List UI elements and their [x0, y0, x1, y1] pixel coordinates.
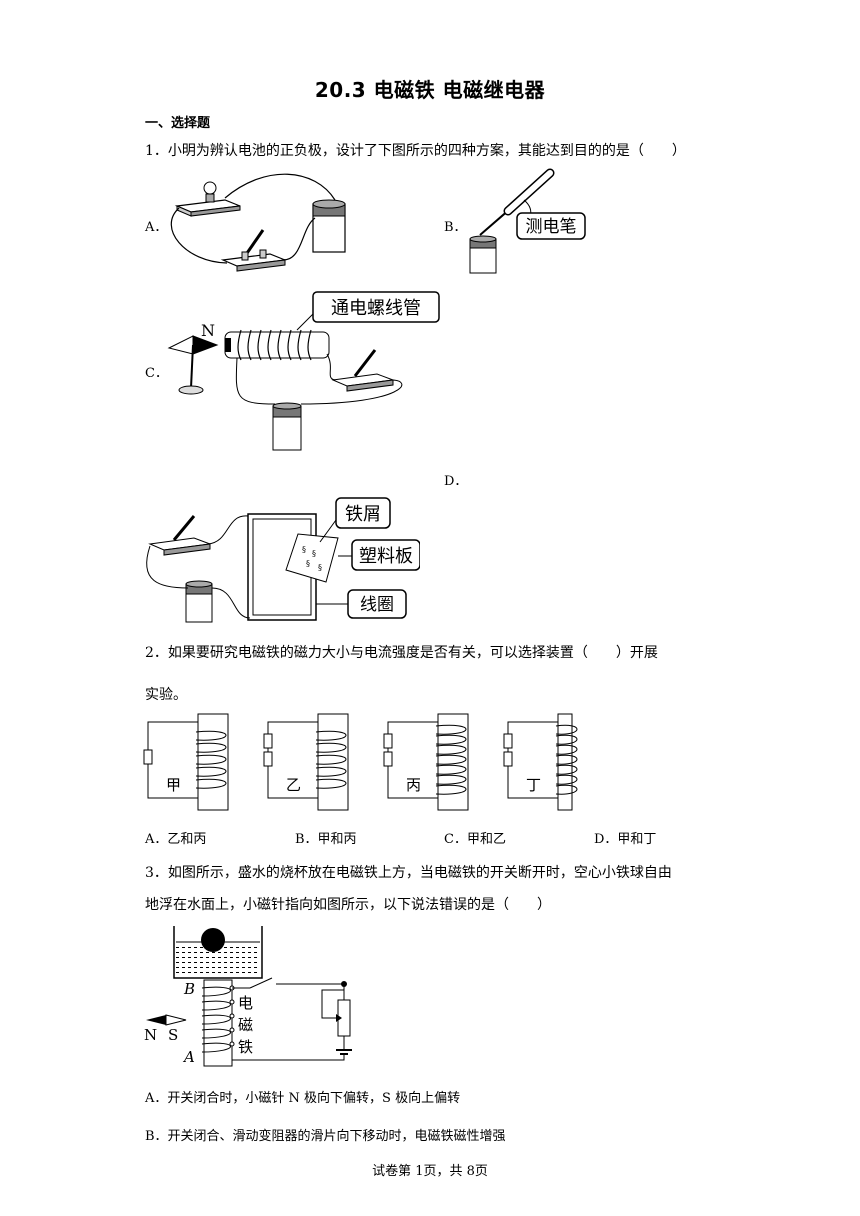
q1-figure-a [170, 173, 346, 272]
page-title: 20.3 电磁铁 电磁继电器 [314, 78, 546, 102]
device-ding: 丁 [503, 713, 578, 811]
question-1-text: 1．小明为辨认电池的正负极，设计了下图所示的四种方案，其能达到目的的是（ ） [145, 143, 686, 159]
svg-text:§: § [312, 549, 316, 558]
device-yi: 乙 [263, 713, 349, 811]
q2-option-d: D．甲和丁 [594, 832, 657, 847]
svg-text:§: § [302, 545, 306, 554]
question-2-text-line2: 实验。 [145, 687, 187, 703]
section-heading: 一、选择题 [145, 116, 211, 131]
tester-label: 测电笔 [526, 217, 577, 237]
filings-label: 铁屑 [345, 504, 381, 525]
device-jia: 甲 [143, 713, 229, 811]
svg-text:乙: 乙 [286, 776, 301, 794]
plastic-label: 塑料板 [359, 546, 413, 567]
q2-option-b: B．甲和丙 [295, 832, 357, 847]
q3-option-b: B．开关闭合、滑动变阻器的滑片向下移动时，电磁铁磁性增强 [145, 1129, 506, 1144]
q1-option-b-label: B． [444, 220, 467, 235]
q1-figure-d: §§§§ 铁屑 塑料板 线圈 [146, 497, 420, 623]
q3-electromagnet-figure: B A 电 磁 铁 N S [144, 926, 352, 1067]
q1-figure-c: N 通电螺线管 [167, 291, 440, 451]
q3-option-a: A．开关闭合时，小磁针 N 极向下偏转，S 极向上偏转 [145, 1091, 461, 1106]
svg-text:甲: 甲 [166, 776, 181, 794]
svg-text:§: § [318, 563, 322, 572]
svg-text:铁: 铁 [238, 1038, 253, 1056]
question-3-text-line1: 3．如图所示，盛水的烧杯放在电磁铁上方，当电磁铁的开关断开时，空心小铁球自由 [145, 865, 672, 881]
svg-text:丁: 丁 [526, 776, 541, 794]
svg-text:磁: 磁 [238, 1016, 253, 1034]
q1-option-d-label: D． [444, 474, 468, 489]
q2-option-a: A．乙和丙 [145, 832, 207, 847]
svg-text:电: 电 [238, 994, 253, 1012]
solenoid-label: 通电螺线管 [331, 298, 421, 319]
q2-option-c: C．甲和乙 [444, 832, 506, 847]
coil-label: 线圈 [360, 595, 394, 615]
q2-devices-figure: 甲 乙 丙 丁 [143, 713, 578, 811]
question-2-text-line1: 2．如果要研究电磁铁的磁力大小与电流强度是否有关，可以选择装置（ ）开展 [145, 645, 658, 661]
svg-text:§: § [306, 559, 310, 568]
q1-option-a-label: A． [145, 220, 168, 235]
page-footer: 试卷第 1页，共 8页 [372, 1164, 488, 1179]
end-b-label: B [183, 980, 195, 998]
north-label: N [201, 321, 215, 340]
question-3-text-line2: 地浮在水面上，小磁针指向如图所示，以下说法错误的是（ ） [145, 897, 551, 913]
needle-n-label: N [144, 1026, 157, 1044]
q1-option-c-label: C． [145, 366, 168, 381]
device-bing: 丙 [383, 713, 469, 811]
q1-figure-b: 测电笔 [469, 168, 586, 274]
end-a-label: A [182, 1048, 195, 1066]
svg-text:丙: 丙 [406, 776, 421, 794]
needle-s-label: S [168, 1026, 178, 1044]
